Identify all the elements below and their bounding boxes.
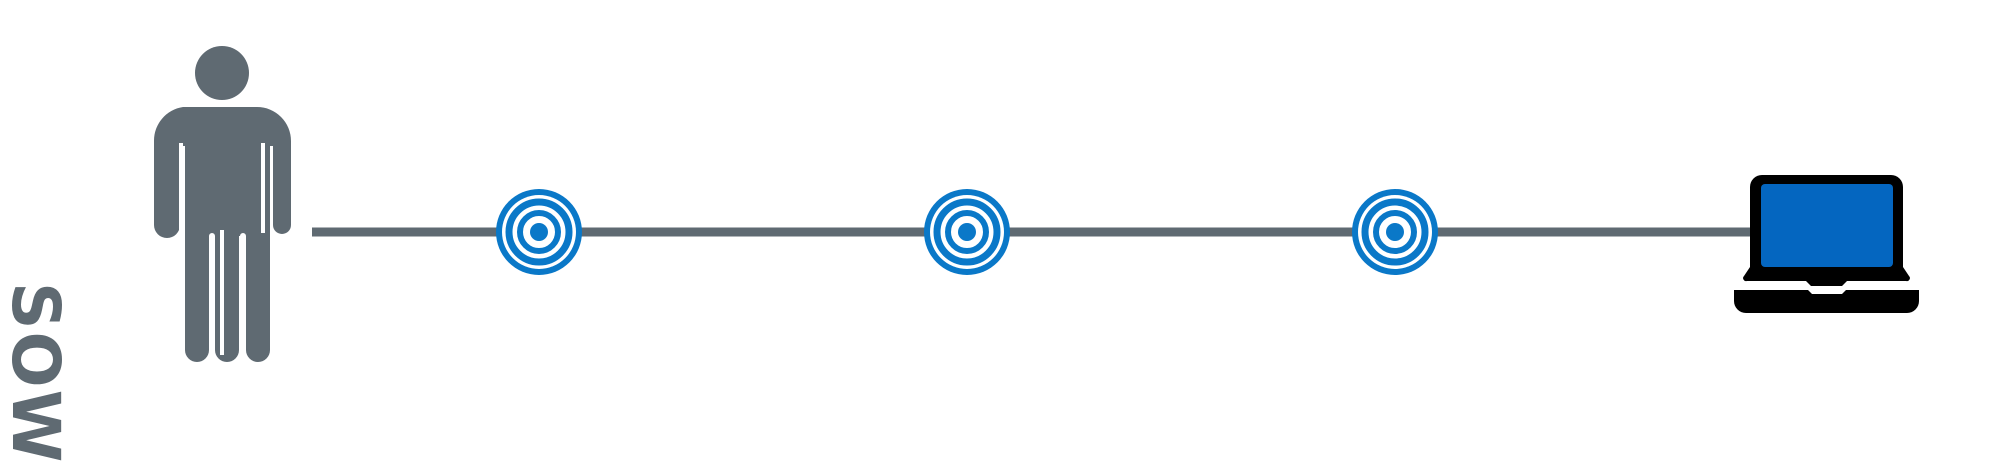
- target-icon: [924, 189, 1010, 275]
- process-diagram: [153, 46, 1919, 362]
- target-icon: [1352, 189, 1438, 275]
- target-icon: [496, 189, 582, 275]
- person-icon: [153, 46, 291, 362]
- laptop-icon: [1734, 175, 1919, 313]
